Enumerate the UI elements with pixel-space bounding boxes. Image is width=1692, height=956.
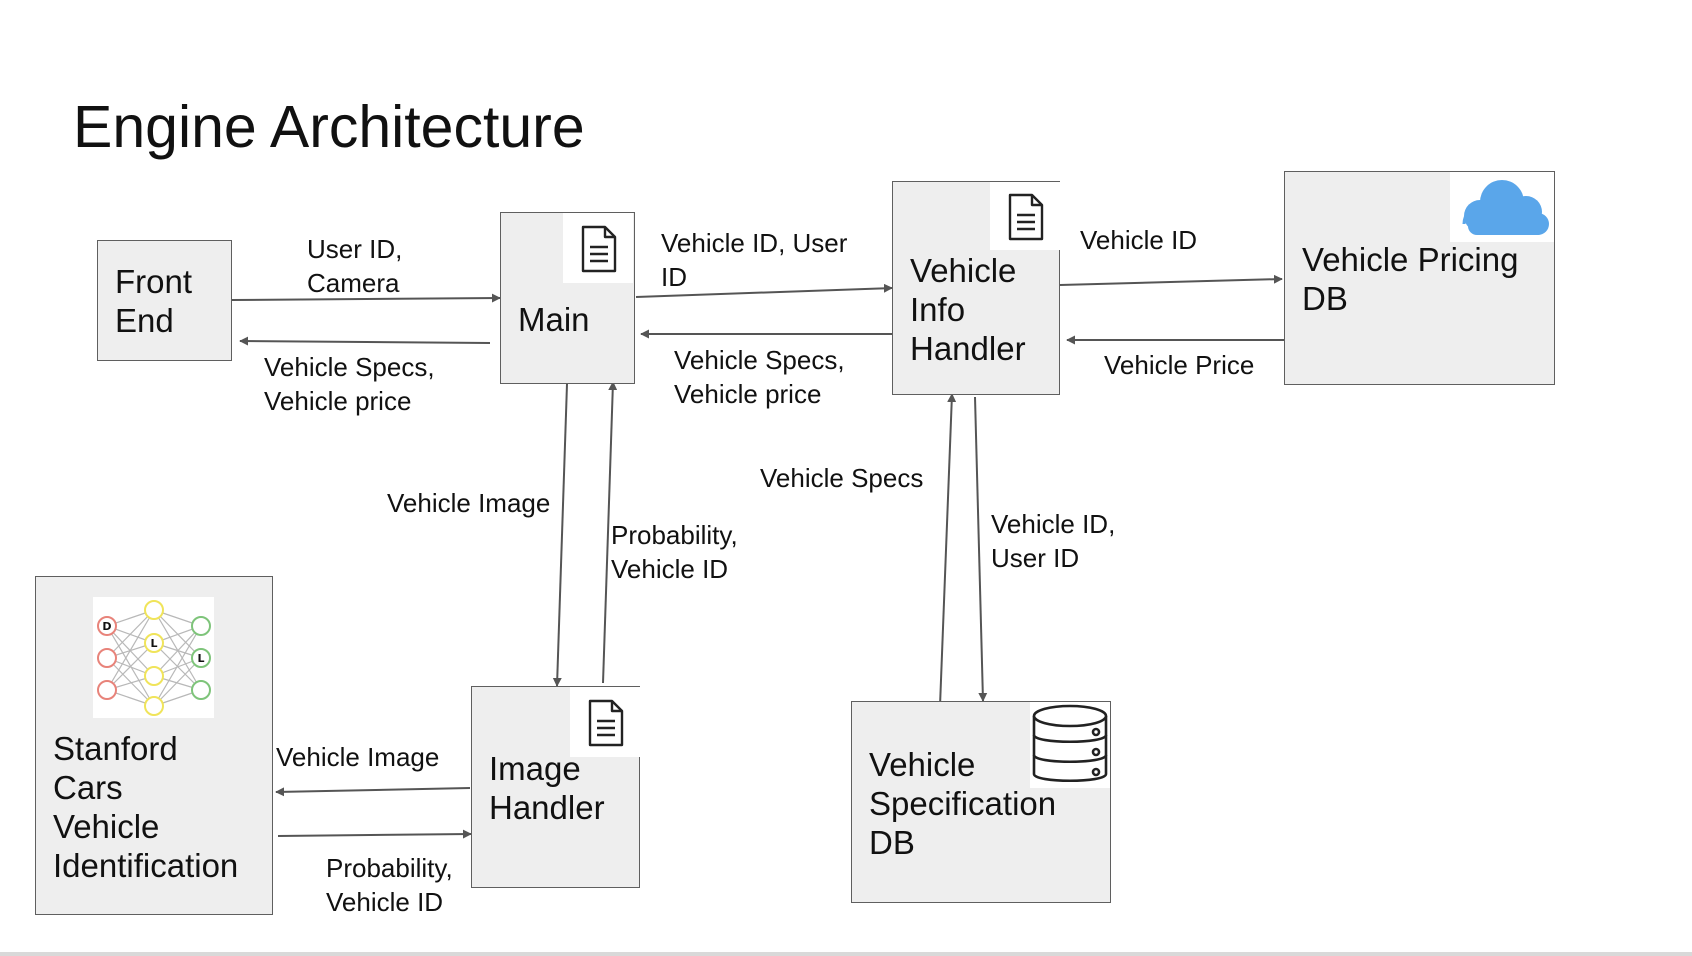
image-handler-label: Image Handler	[489, 750, 605, 826]
arrow-main-to-fe	[239, 336, 491, 346]
vehicle-info-handler-label: Vehicle Info Handler	[910, 252, 1026, 367]
svg-text:L: L	[150, 637, 157, 650]
stanford-cars-label: Stanford Cars Vehicle Identification	[53, 730, 239, 884]
edge-label-vih-to-pricing: Vehicle ID	[1080, 225, 1198, 255]
neural-network-icon: D L L	[93, 597, 214, 718]
database-icon	[1030, 702, 1110, 788]
edge-label-stanford-to-ih: Probability, Vehicle ID	[326, 853, 453, 917]
document-icon	[563, 213, 633, 283]
vehicle-pricing-db-label: Vehicle Pricing DB	[1302, 241, 1519, 317]
edge-label-vih-to-main: Vehicle Specs, Vehicle price	[674, 345, 845, 409]
image-handler-box: Image Handler	[471, 686, 640, 888]
vehicle-specification-db-label: Vehicle Specification DB	[869, 746, 1057, 861]
arrow-ih-to-main	[602, 381, 618, 684]
vehicle-pricing-db-box: Vehicle Pricing DB	[1284, 171, 1555, 385]
arrow-main-to-vih	[635, 283, 893, 298]
arrow-fe-to-main	[231, 293, 501, 303]
edge-label-spec-to-vih: Vehicle Specs	[760, 463, 924, 493]
arrow-main-to-ih	[552, 383, 568, 687]
main-box: Main	[500, 212, 635, 384]
main-label: Main	[518, 301, 590, 338]
document-icon	[990, 182, 1060, 250]
arrow-ih-to-stanford	[275, 787, 471, 797]
vehicle-info-handler-box: Vehicle Info Handler	[892, 181, 1060, 395]
edge-label-ih-to-main: Probability, Vehicle ID	[611, 520, 738, 584]
arrow-vih-to-pricing	[1059, 274, 1283, 286]
edge-label-main-to-vih: Vehicle ID, User ID	[661, 228, 848, 292]
edge-label-main-to-fe: Vehicle Specs, Vehicle price	[264, 352, 435, 416]
page-title: Engine Architecture	[73, 94, 585, 160]
arrow-stanford-to-ih	[277, 829, 472, 839]
front-end-box: Front End	[97, 240, 232, 361]
svg-text:D: D	[102, 620, 111, 633]
svg-text:L: L	[197, 652, 204, 665]
edge-label-vih-to-spec: Vehicle ID, User ID	[991, 509, 1116, 573]
front-end-label: Front End	[115, 263, 193, 339]
arrow-spec-to-vih	[939, 393, 957, 707]
bottom-divider	[0, 952, 1692, 956]
edge-label-ih-to-stanford: Vehicle Image	[276, 742, 440, 772]
document-icon	[570, 687, 640, 757]
arrow-vih-to-spec	[974, 396, 988, 702]
edge-label-fe-to-main: User ID, Camera	[307, 234, 403, 298]
edge-label-main-to-ih: Vehicle Image	[387, 488, 551, 518]
edge-label-pricing-to-vih: Vehicle Price	[1104, 350, 1255, 380]
vehicle-specification-db-box: Vehicle Specification DB	[851, 701, 1111, 903]
cloud-icon	[1450, 172, 1554, 242]
stanford-cars-box: D L L Stanford Cars Vehicle Identificati…	[35, 576, 273, 915]
